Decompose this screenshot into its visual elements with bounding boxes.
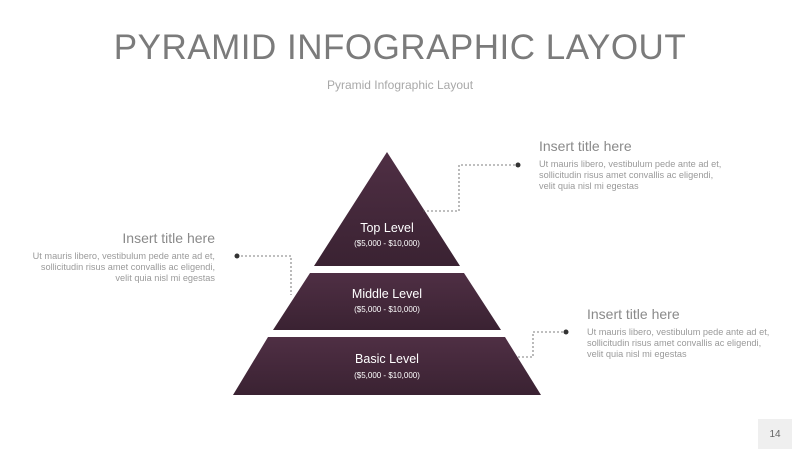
connector-top — [423, 164, 517, 212]
callout-bottom-right: Insert title here Ut mauris libero, vest… — [587, 306, 772, 360]
level-name-top: Top Level — [360, 221, 414, 235]
connector-middle — [237, 255, 292, 295]
pyramid-level-middle — [273, 273, 501, 330]
connector-basic — [518, 331, 566, 358]
callout-title: Insert title here — [122, 230, 215, 246]
page-subtitle: Pyramid Infographic Layout — [326, 78, 474, 92]
pyramid-level-top — [314, 152, 460, 266]
pyramid-level-basic — [233, 337, 541, 395]
level-range-basic: ($5,000 - $10,000) — [354, 371, 420, 380]
connector-dot-top — [515, 162, 521, 168]
level-range-middle: ($5,000 - $10,000) — [354, 305, 420, 314]
callout-top-right: Insert title here Ut mauris libero, vest… — [539, 138, 724, 192]
level-name-middle: Middle Level — [352, 287, 422, 301]
callout-title: Insert title here — [587, 306, 680, 322]
connector-dot-middle — [234, 253, 240, 259]
callout-title: Insert title here — [539, 138, 632, 154]
callout-middle-left: Insert title here Ut mauris libero, vest… — [30, 230, 215, 284]
page-number: 14 — [758, 419, 792, 449]
connector-dot-basic — [563, 329, 569, 335]
callout-body: Ut mauris libero, vestibulum pede ante a… — [539, 159, 722, 191]
level-name-basic: Basic Level — [355, 352, 419, 366]
level-range-top: ($5,000 - $10,000) — [354, 239, 420, 248]
callout-body: Ut mauris libero, vestibulum pede ante a… — [32, 251, 215, 283]
page-title: PYRAMID INFOGRAPHIC LAYOUT — [113, 28, 687, 67]
callout-body: Ut mauris libero, vestibulum pede ante a… — [587, 327, 770, 359]
